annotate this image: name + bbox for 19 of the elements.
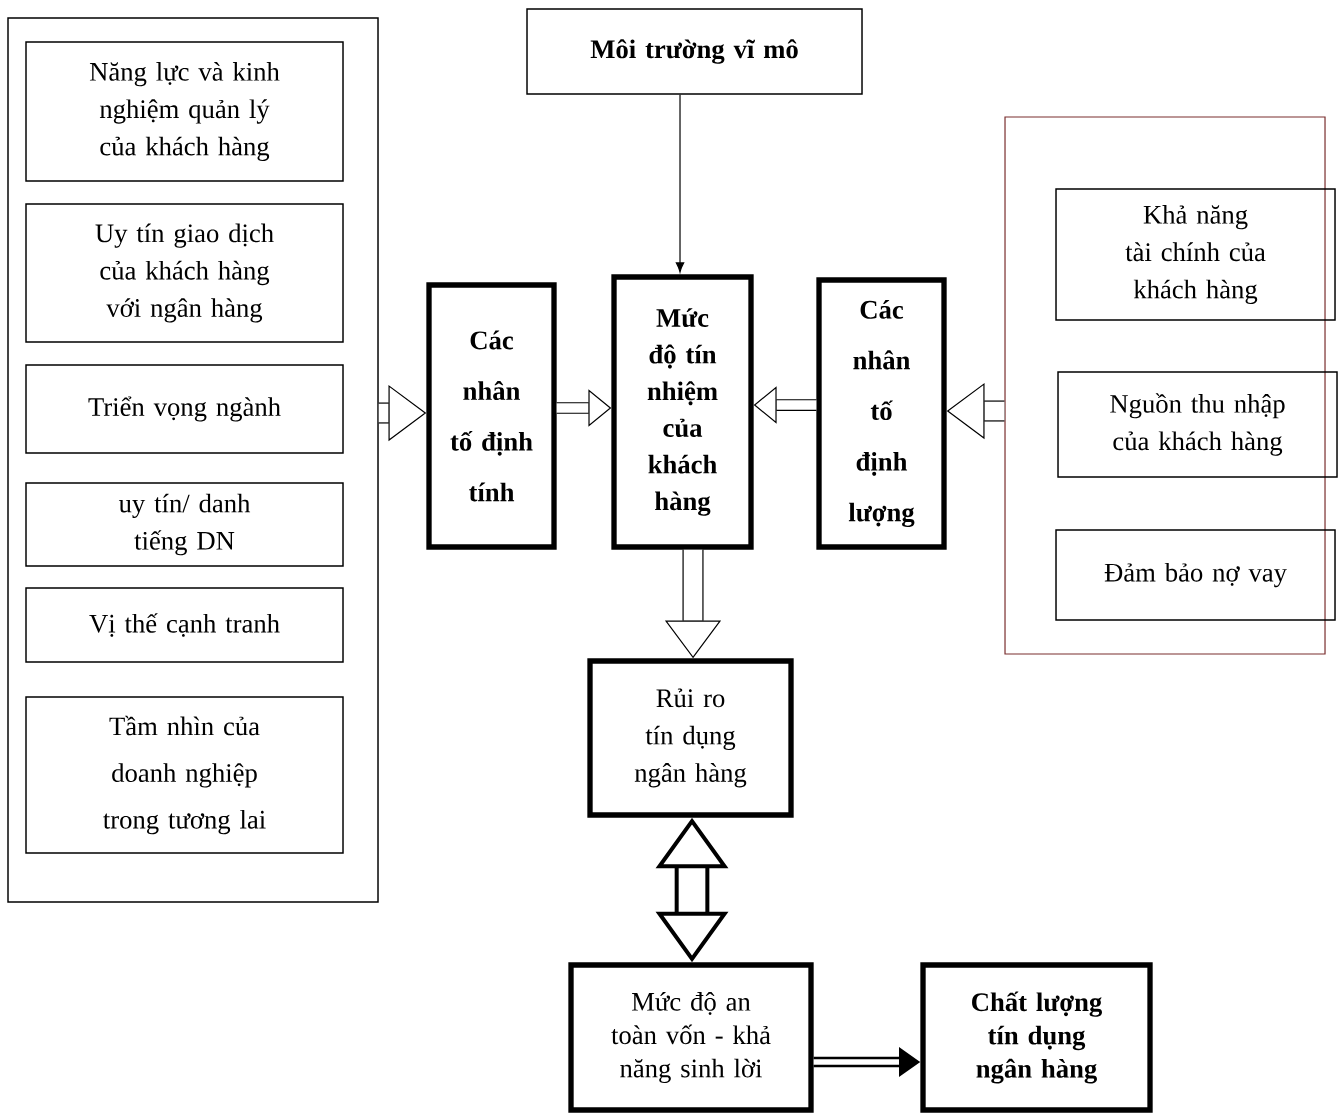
process-box: Các nhân tố định tính [426,282,557,550]
process-box: Mức độ tín nhiệm của khách hàng [611,274,754,550]
process-box: Các nhân tố định lượng [816,277,947,550]
factor-box: Nguồn thu nhập của khách hàng [1057,371,1338,478]
group-box [1004,116,1326,655]
factor-box: Khả năng tài chính của khách hàng [1055,188,1336,321]
process-box: Mức độ an toàn vốn - khả năng sinh lời [568,962,814,1113]
factor-box: Đảm bảo nợ vay [1055,529,1336,621]
factor-box: Năng lực và kinh nghiệm quản lý của khách hàng [25,41,344,182]
process-box: Chất lượng tín dụng ngân hàng [920,962,1153,1113]
process-box: Rủi ro tín dụng ngân hàng [587,658,794,818]
process-box: Môi trường vĩ mô [526,8,863,95]
factor-box: Uy tín giao dịch của khách hàng với ngân hàng [25,203,344,343]
factor-box: Vị thế cạnh tranh [25,587,344,663]
factor-box: Triển vọng ngành [25,364,344,454]
factor-box: uy tín/ danh tiếng DN [25,482,344,567]
arrow [675,94,685,273]
factor-box: Tầm nhìn của doanh nghiệp trong tương lai [25,696,344,854]
group-box [7,17,379,903]
